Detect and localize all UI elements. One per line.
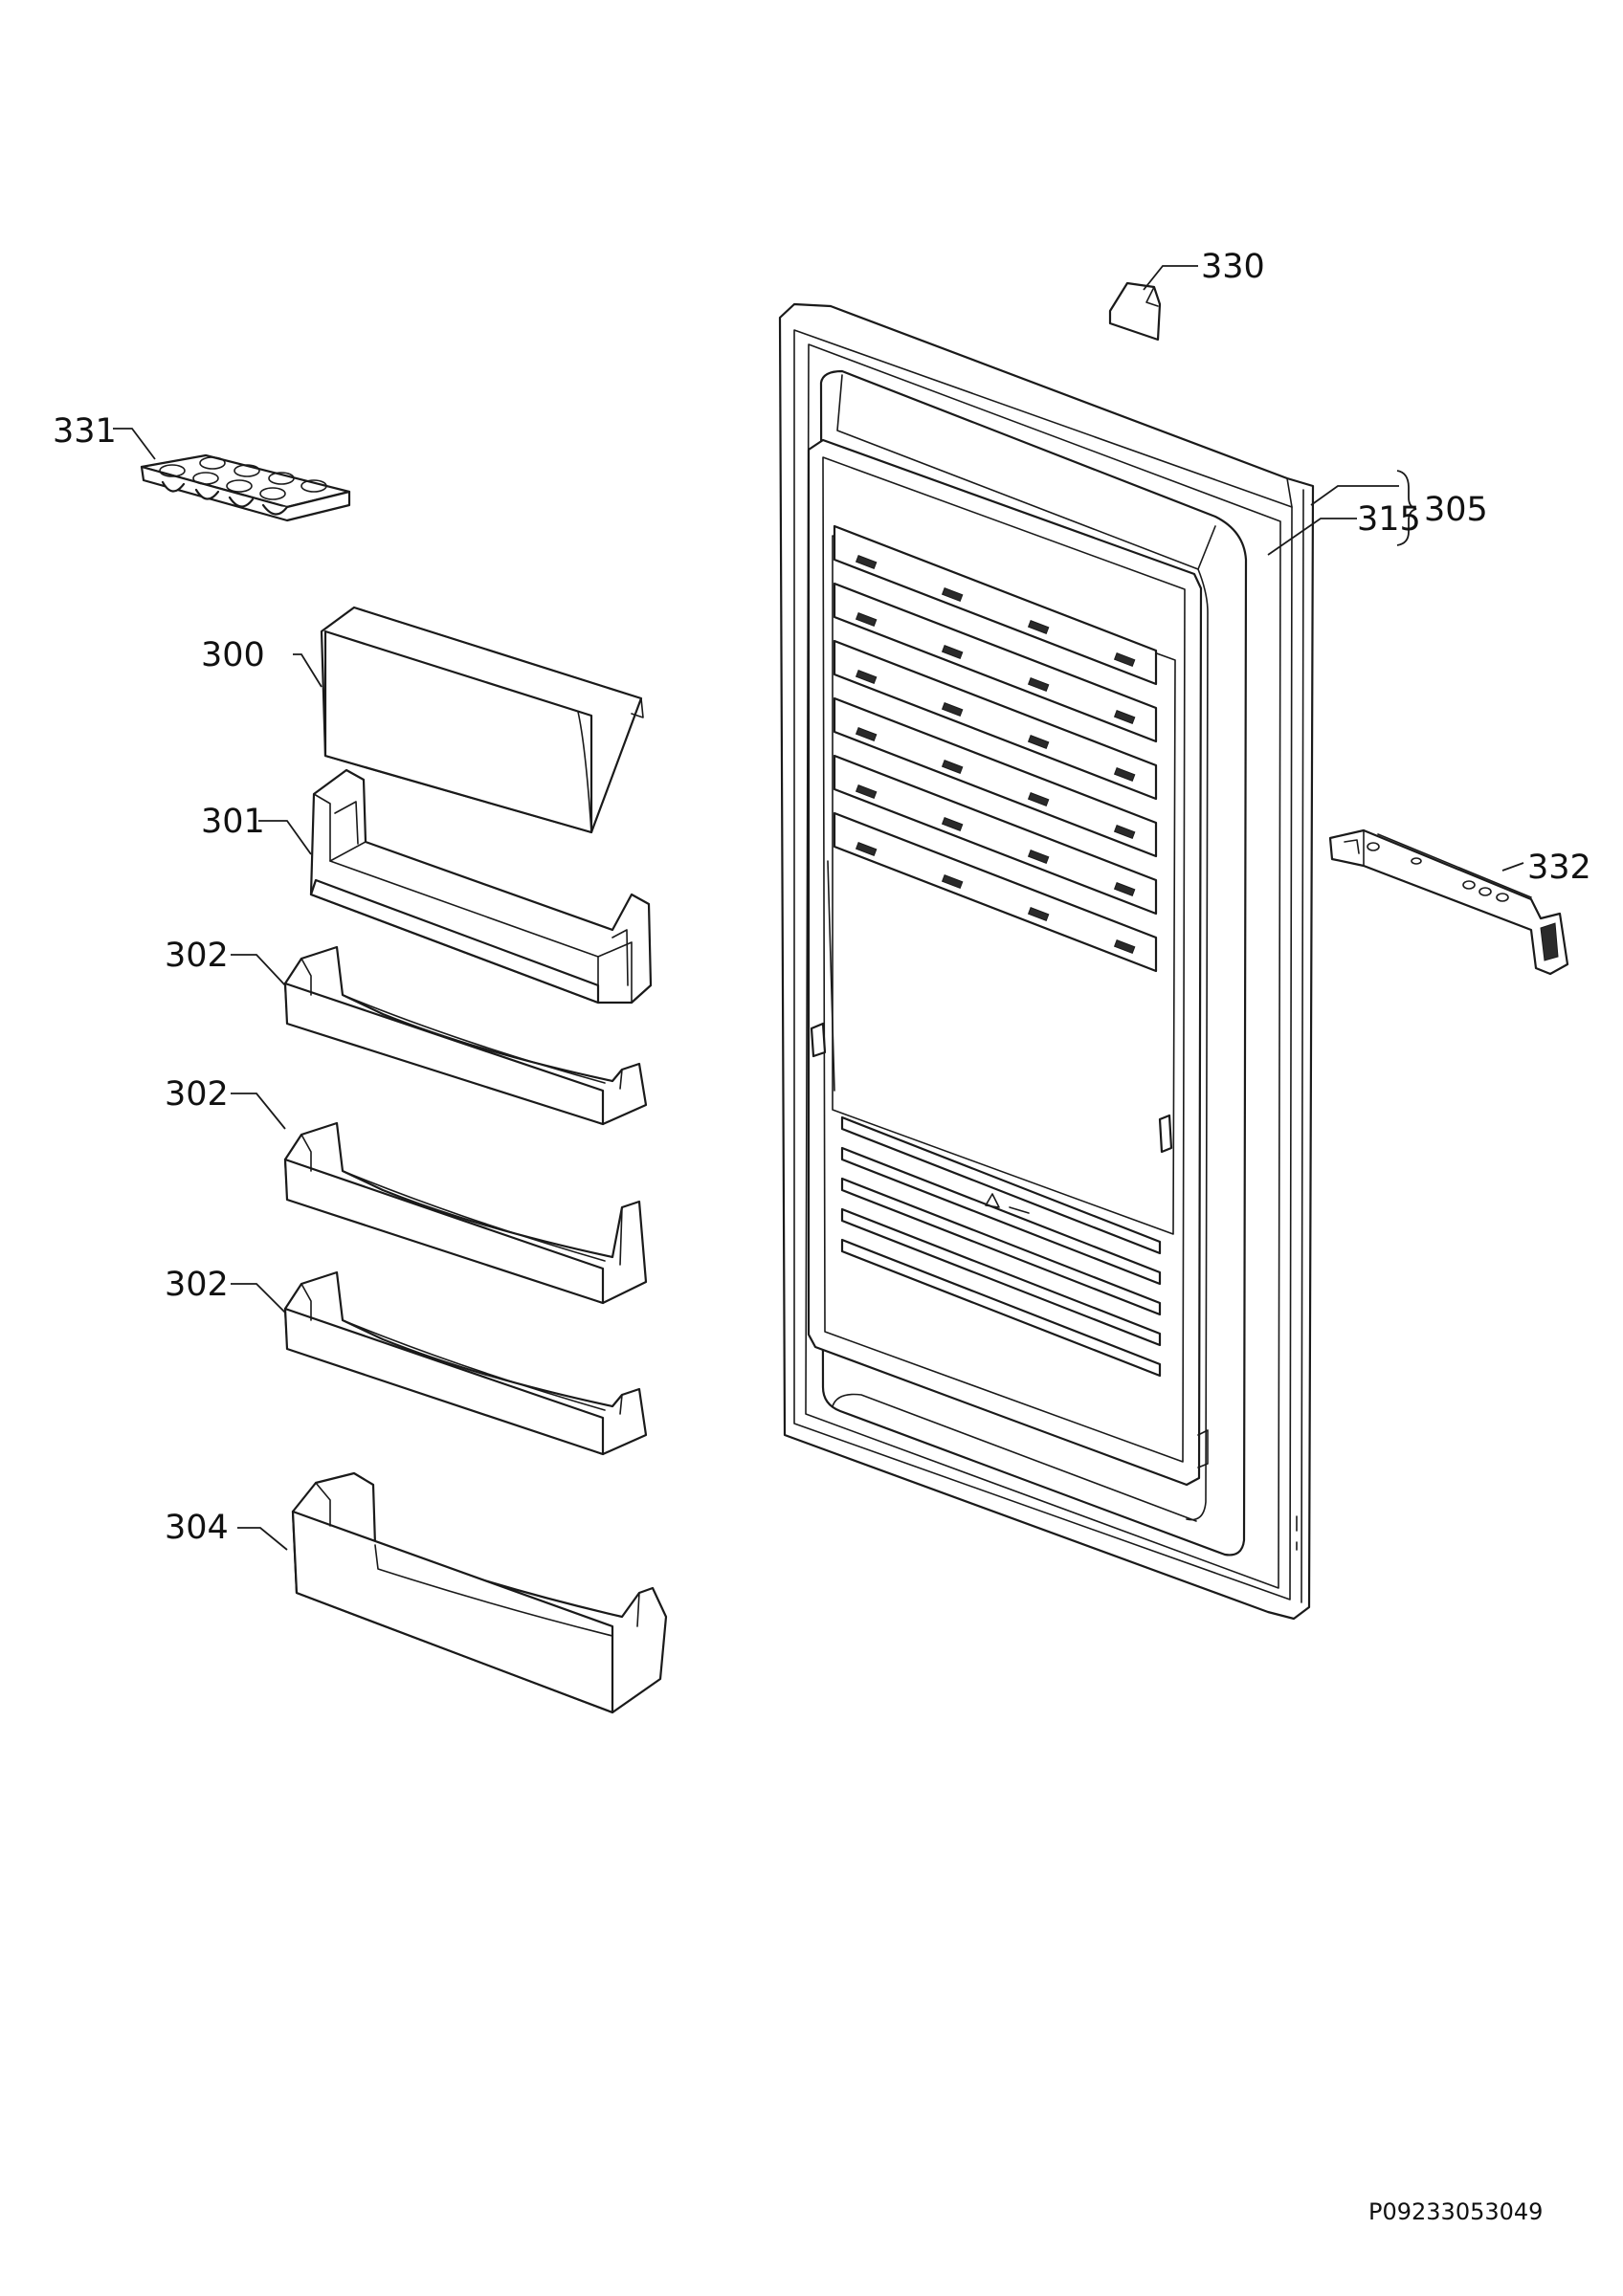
part-304-bottle-shelf bbox=[291, 1471, 668, 1714]
part-302a-shelf bbox=[283, 945, 648, 1126]
callout-304: 304 bbox=[165, 1509, 229, 1547]
part-302b-shelf bbox=[283, 1121, 648, 1305]
part-332-hinge-bracket bbox=[1328, 828, 1569, 976]
leader-lines bbox=[113, 265, 1524, 1551]
callout-305: 305 bbox=[1424, 491, 1488, 529]
callout-300: 300 bbox=[201, 636, 265, 674]
callout-labels: 330 331 305 315 300 301 332 302 302 302 … bbox=[53, 248, 1591, 2225]
part-302c-shelf bbox=[283, 1270, 648, 1456]
callout-331: 331 bbox=[53, 412, 117, 451]
document-id: P09233053049 bbox=[1368, 2198, 1543, 2225]
callout-332: 332 bbox=[1527, 849, 1591, 887]
part-331-egg-tray bbox=[140, 453, 351, 522]
part-300-flap bbox=[320, 606, 644, 834]
callout-302b: 302 bbox=[165, 1075, 229, 1114]
part-301-upper-bin bbox=[309, 768, 653, 1004]
callout-301: 301 bbox=[201, 803, 265, 841]
callout-302a: 302 bbox=[165, 937, 229, 975]
door-assembly bbox=[778, 302, 1315, 1621]
callout-315: 315 bbox=[1357, 500, 1421, 539]
callout-330: 330 bbox=[1201, 248, 1265, 286]
callout-302c: 302 bbox=[165, 1266, 229, 1304]
part-330-cap bbox=[1108, 281, 1162, 342]
